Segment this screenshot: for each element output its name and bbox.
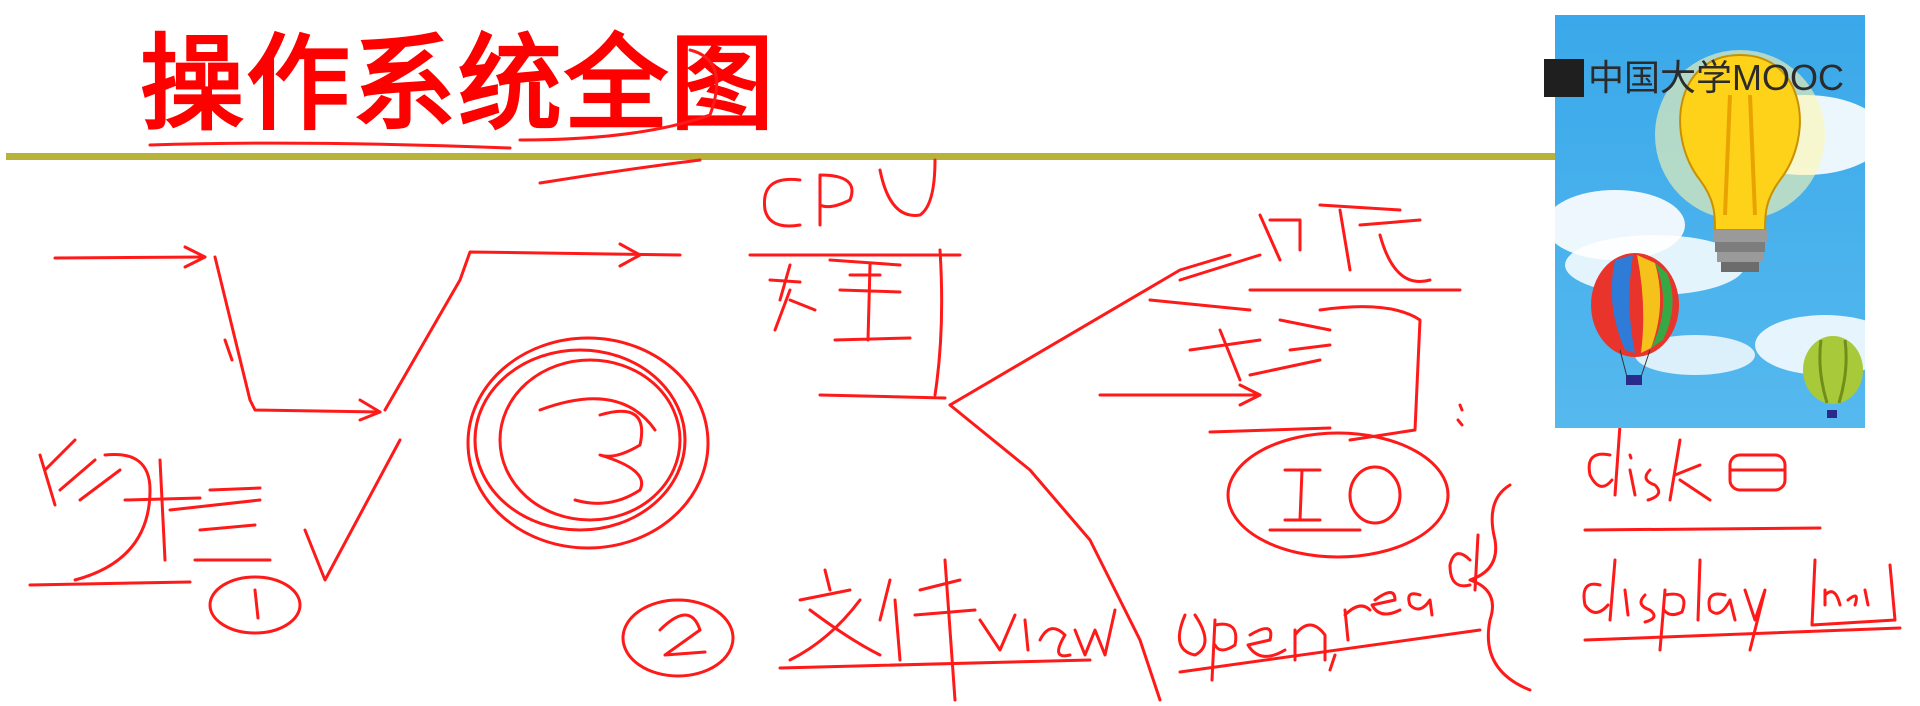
- logo-text: 中国大学MOOC: [1588, 57, 1844, 98]
- light-bulb-icon: [1545, 50, 1895, 418]
- hot-air-balloon-icon: [1591, 253, 1679, 385]
- mooc-book-icon: [1544, 59, 1584, 97]
- page-title: 操作系统全图: [140, 23, 777, 145]
- illustration-panel: [1545, 15, 1895, 428]
- mooc-logo: 中国大学MOOC: [1544, 58, 1844, 98]
- title-divider: [6, 153, 1556, 160]
- hot-air-balloon-icon: [1803, 336, 1863, 418]
